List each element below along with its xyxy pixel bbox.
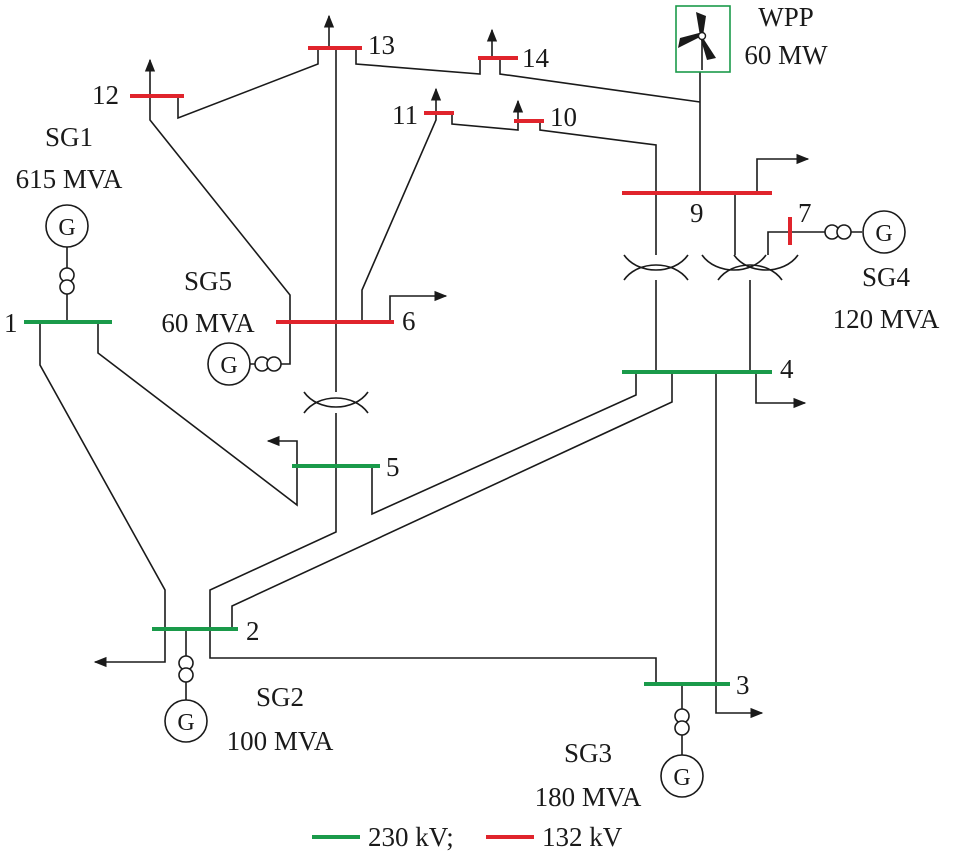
generator-icon — [164, 699, 208, 743]
bus-label: 2 — [246, 616, 260, 646]
line-13-14 — [355, 48, 481, 75]
line-1-5 — [97, 322, 298, 507]
bus-label: 4 — [780, 354, 794, 384]
bus-label: 11 — [392, 100, 418, 130]
legend-label-230kv: 230 kV; — [368, 822, 454, 852]
sg4-rating: 120 MVA — [833, 304, 940, 334]
wind-turbine-icon — [678, 12, 716, 70]
bus-label: 7 — [798, 198, 812, 228]
sg5-trafo-coil-right — [266, 356, 282, 372]
generator-icon — [660, 754, 704, 798]
wpp-name: WPP — [758, 2, 814, 32]
transformer-9-4-a — [623, 254, 689, 281]
load-arrows — [93, 14, 810, 719]
load-arrow-4 — [755, 372, 807, 409]
wpp-rating: 60 MW — [744, 40, 828, 70]
sg3-trafo-coil-bottom — [674, 720, 690, 736]
line-2-5 — [209, 466, 337, 629]
bus-label: 10 — [550, 102, 577, 132]
generator-sg1: G — [45, 204, 89, 248]
bus-label: 1 — [4, 308, 18, 338]
bus-label: 3 — [736, 670, 750, 700]
generator-sg3: G — [660, 754, 704, 798]
load-arrow-3 — [715, 684, 764, 719]
bus-labels: 1 2 3 4 5 6 7 9 10 11 12 13 14 — [4, 30, 812, 700]
generator-symbol: G — [177, 710, 194, 736]
sg4-name: SG4 — [862, 262, 911, 292]
sg1-name: SG1 — [45, 122, 93, 152]
transformer-5-6 — [303, 391, 369, 414]
generator-icon — [45, 204, 89, 248]
load-arrow-6 — [389, 290, 448, 322]
bus-label: 14 — [522, 43, 550, 73]
transmission-lines — [39, 48, 790, 684]
sg2-name: SG2 — [256, 682, 304, 712]
generator-symbol: G — [58, 215, 75, 241]
bus-label: 13 — [368, 30, 395, 60]
legend-label-132kv: 132 kV — [542, 822, 623, 852]
load-arrow-2 — [93, 629, 166, 668]
line-10-9 — [539, 121, 657, 193]
sg5-name: SG5 — [184, 266, 232, 296]
generator-sg4: G — [862, 210, 906, 254]
generator-symbol: G — [220, 353, 237, 379]
sg5-rating: 60 MVA — [161, 308, 255, 338]
buses — [24, 46, 792, 686]
line-12-13 — [177, 48, 319, 120]
line-6-12 — [149, 96, 291, 322]
line-5-4 — [371, 372, 637, 516]
line-14-9 — [499, 58, 701, 103]
generator-connections — [59, 224, 862, 755]
line-7-trafo — [767, 231, 790, 255]
bus-label: 12 — [92, 80, 119, 110]
sg2-rating: 100 MVA — [227, 726, 334, 756]
sg4-trafo-coil-right — [836, 224, 852, 240]
sg1-rating: 615 MVA — [16, 164, 123, 194]
line-1-2 — [39, 322, 166, 629]
generator-symbol: G — [673, 765, 690, 791]
sg3-name: SG3 — [564, 738, 612, 768]
sg1-trafo-coil-bottom — [59, 279, 75, 295]
line-11-10 — [451, 113, 519, 131]
sg2-trafo-coil-bottom — [178, 667, 194, 683]
bus-label: 6 — [402, 306, 416, 336]
generator-sg5: G — [207, 342, 251, 386]
transformer-symbols — [303, 254, 799, 414]
transformer-9-7-4 — [701, 254, 799, 281]
load-arrow-5 — [266, 435, 298, 466]
generator-sg2: G — [164, 699, 208, 743]
bus-label: 5 — [386, 452, 400, 482]
generator-icon — [207, 342, 251, 386]
sg3-rating: 180 MVA — [535, 782, 642, 812]
legend: 230 kV; 132 kV — [312, 822, 623, 852]
unit-labels: SG1 615 MVA SG2 100 MVA SG3 180 MVA SG4 … — [16, 2, 940, 812]
load-arrow-9 — [756, 153, 810, 193]
generator-symbol: G — [875, 221, 892, 247]
line-2-4-a — [231, 372, 673, 629]
line-2-3 — [209, 629, 657, 684]
wpp — [675, 5, 731, 73]
generator-icon — [862, 210, 906, 254]
line-6-11 — [361, 113, 437, 322]
bus-label: 9 — [690, 198, 704, 228]
